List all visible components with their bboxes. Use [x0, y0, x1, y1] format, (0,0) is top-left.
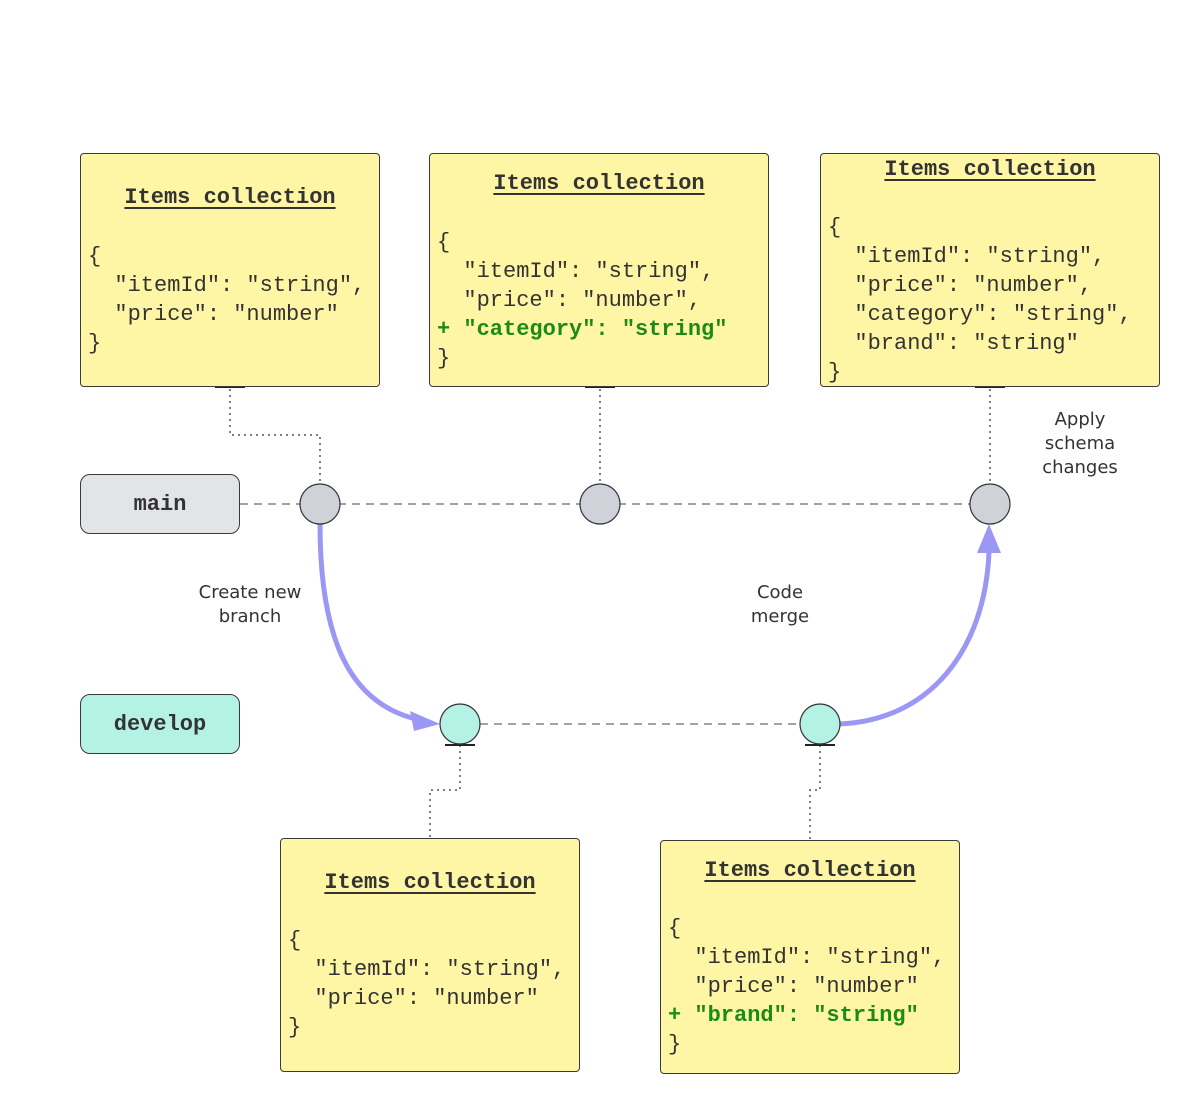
- schema-note-main-2: Items collection { "itemId": "string", "…: [429, 153, 769, 387]
- code-line: "brand": "string": [828, 331, 1079, 356]
- code-line: "price": "number",: [437, 288, 702, 313]
- note-title: Items collection: [493, 171, 705, 196]
- code-merge-label: Code merge: [750, 582, 810, 627]
- merge-arrow: [839, 551, 992, 727]
- code-line: }: [668, 1032, 682, 1057]
- note-title: Items collection: [324, 870, 536, 895]
- create-branch-label: Create new branch: [198, 582, 302, 627]
- main-commit-1: [299, 483, 341, 525]
- note-title: Items collection: [884, 157, 1096, 182]
- code-line: "price": "number": [88, 302, 339, 327]
- branch-main: main: [80, 474, 240, 534]
- code-line: "itemId": "string",: [828, 244, 1106, 269]
- added-field-line: + "brand": "string": [668, 1003, 919, 1028]
- schema-note-main-1: Items collection { "itemId": "string", "…: [80, 153, 380, 387]
- create-branch-arrow: [317, 523, 421, 723]
- note-connectors: [229, 389, 991, 840]
- code-line: {: [668, 916, 682, 941]
- code-line: {: [828, 215, 842, 240]
- code-line: {: [437, 230, 451, 255]
- code-line: "price": "number",: [828, 273, 1093, 298]
- code-line: }: [437, 346, 451, 371]
- note-title: Items collection: [124, 185, 336, 210]
- anchor-bars: [215, 386, 1005, 746]
- code-line: {: [88, 244, 102, 269]
- added-field-line: + "category": "string": [437, 317, 728, 342]
- schema-note-develop-1: Items collection { "itemId": "string", "…: [280, 838, 580, 1072]
- apply-changes-label: Apply schema changes: [1042, 409, 1118, 478]
- note-title: Items collection: [704, 858, 916, 883]
- create-branch-arrowhead: [410, 711, 440, 731]
- connector-develop-1: [429, 745, 461, 838]
- code-line: "itemId": "string",: [437, 259, 715, 284]
- schema-note-main-3: Items collection { "itemId": "string", "…: [820, 153, 1160, 387]
- flow-arrows: [317, 523, 992, 727]
- branch-lines: [240, 503, 970, 725]
- code-line: }: [828, 360, 842, 385]
- code-line: {: [288, 928, 302, 953]
- main-commit-3: [969, 483, 1011, 525]
- code-line: "category": "string",: [828, 302, 1132, 327]
- code-line: "itemId": "string",: [88, 273, 366, 298]
- main-commit-2: [579, 483, 621, 525]
- branch-develop: develop: [80, 694, 240, 754]
- commit-nodes: [299, 483, 1011, 745]
- code-line: }: [288, 1015, 302, 1040]
- code-line: "itemId": "string",: [668, 945, 946, 970]
- code-line: }: [88, 331, 102, 356]
- connector-develop-2: [809, 745, 821, 840]
- code-line: "price": "number": [288, 986, 539, 1011]
- connector-main-1: [229, 389, 321, 484]
- code-line: "itemId": "string",: [288, 957, 566, 982]
- merge-arrowhead: [977, 524, 1001, 553]
- code-line: "price": "number": [668, 974, 919, 999]
- develop-commit-1: [439, 703, 481, 745]
- develop-commit-2: [799, 703, 841, 745]
- schema-note-develop-2: Items collection { "itemId": "string", "…: [660, 840, 960, 1074]
